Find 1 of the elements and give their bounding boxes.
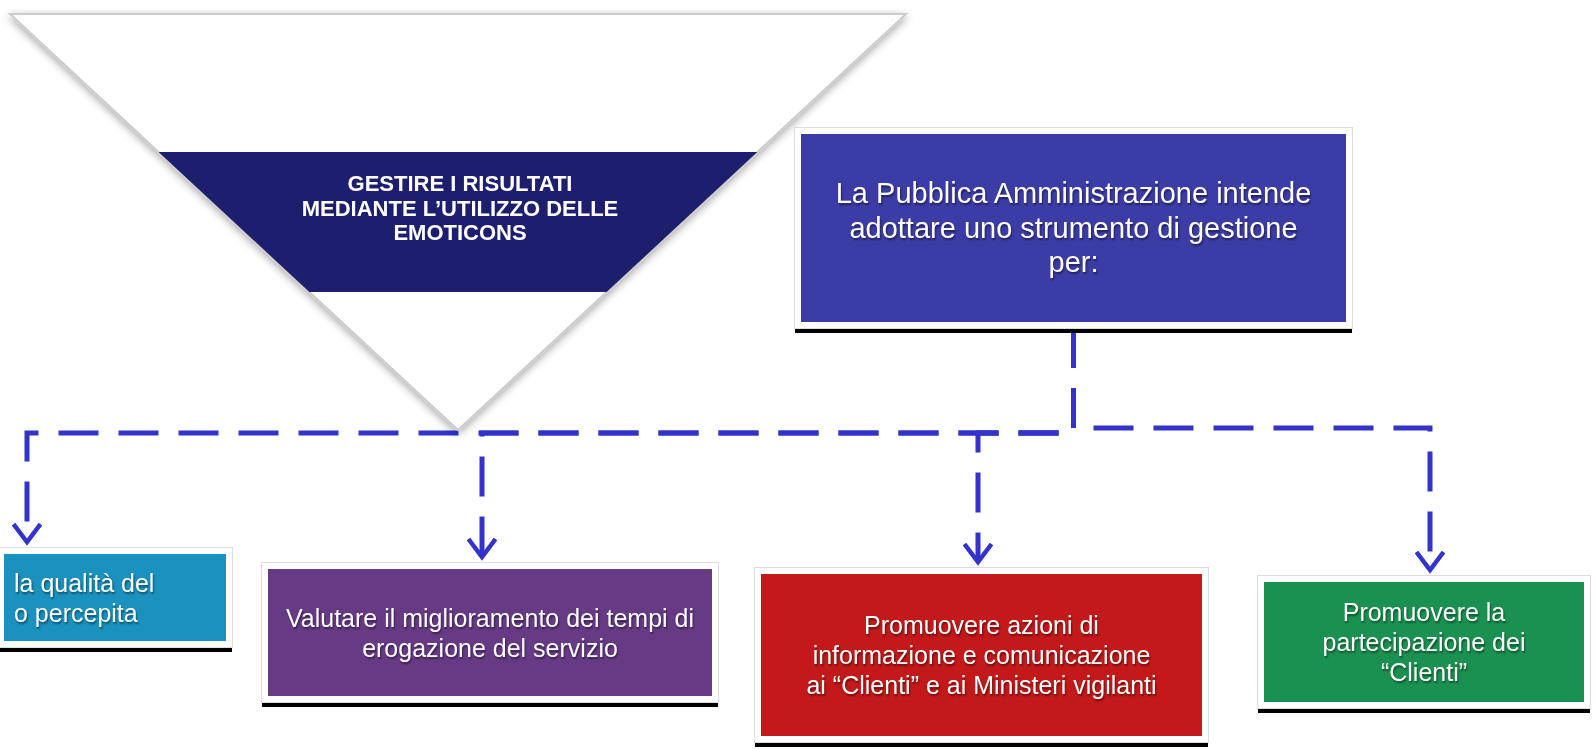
band-text: GESTIRE I RISULTATI MEDIANTE L’UTILIZZO DELLE EMOTICONS (300, 172, 620, 246)
